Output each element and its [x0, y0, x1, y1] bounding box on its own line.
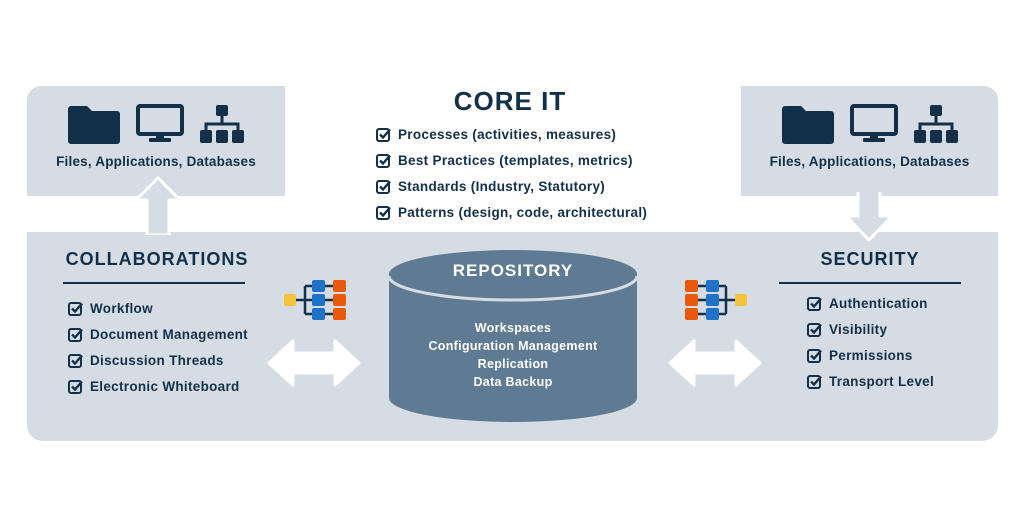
- workflow-tree-icon: [685, 280, 747, 320]
- checkbox-icon: [68, 301, 83, 316]
- core-it-item: Processes (activities, measures): [376, 121, 647, 147]
- double-arrow-icon: [267, 339, 361, 387]
- collaborations-item: Electronic Whiteboard: [68, 373, 248, 399]
- top-right-resources-box: Files, Applications, Databases: [741, 86, 998, 196]
- workflow-tree-icon: [284, 280, 346, 320]
- checkbox-icon: [376, 205, 391, 220]
- collaborations-item: Discussion Threads: [68, 347, 248, 373]
- monitor-icon: [849, 104, 898, 142]
- repository-cylinder: [387, 250, 639, 422]
- repository-item: Data Backup: [473, 375, 553, 389]
- top-left-resources-box: Files, Applications, Databases: [27, 86, 285, 196]
- checkbox-icon: [807, 348, 822, 363]
- checkbox-icon: [807, 296, 822, 311]
- down-arrow-icon: [844, 192, 894, 242]
- core-it-item: Standards (Industry, Statutory): [376, 173, 647, 199]
- security-list: Authentication Visibility Permissions Tr…: [807, 290, 934, 394]
- checkbox-icon: [68, 327, 83, 342]
- core-it-title: CORE IT: [453, 86, 567, 116]
- folder-icon: [781, 106, 834, 144]
- repository-item: Workspaces: [474, 321, 552, 335]
- security-item: Authentication: [807, 290, 934, 316]
- security-item: Transport Level: [807, 368, 934, 394]
- repository-title: REPOSITORY: [452, 261, 574, 280]
- up-arrow-icon: [134, 176, 182, 235]
- sitemap-icon: [200, 105, 244, 143]
- core-it-item: Patterns (design, code, architectural): [376, 199, 647, 225]
- double-arrow-icon: [668, 339, 762, 387]
- security-title: SECURITY: [820, 249, 920, 269]
- checkbox-icon: [376, 153, 391, 168]
- checkbox-icon: [376, 179, 391, 194]
- collaborations-title: COLLABORATIONS: [65, 249, 249, 269]
- sitemap-icon: [913, 105, 958, 143]
- collaborations-divider: [63, 282, 245, 284]
- resource-icons: [741, 104, 998, 144]
- folder-icon: [68, 106, 120, 144]
- core-it-list: Processes (activities, measures) Best Pr…: [376, 121, 647, 225]
- resources-label: Files, Applications, Databases: [56, 154, 256, 169]
- collaborations-item: Document Management: [68, 321, 248, 347]
- checkbox-icon: [807, 322, 822, 337]
- resources-label: Files, Applications, Databases: [769, 154, 970, 169]
- core-it-item: Best Practices (templates, metrics): [376, 147, 647, 173]
- checkbox-icon: [807, 374, 822, 389]
- repository-items: Workspaces Configuration Management Repl…: [387, 319, 639, 391]
- security-item: Visibility: [807, 316, 934, 342]
- repository-item: Configuration Management: [428, 339, 598, 353]
- checkbox-icon: [68, 353, 83, 368]
- security-divider: [779, 282, 961, 284]
- collaborations-list: Workflow Document Management Discussion …: [68, 295, 248, 399]
- checkbox-icon: [376, 127, 391, 142]
- checkbox-icon: [68, 379, 83, 394]
- collaborations-item: Workflow: [68, 295, 248, 321]
- repository-item: Replication: [477, 357, 549, 371]
- security-item: Permissions: [807, 342, 934, 368]
- resource-icons: [27, 104, 285, 144]
- monitor-icon: [136, 104, 184, 142]
